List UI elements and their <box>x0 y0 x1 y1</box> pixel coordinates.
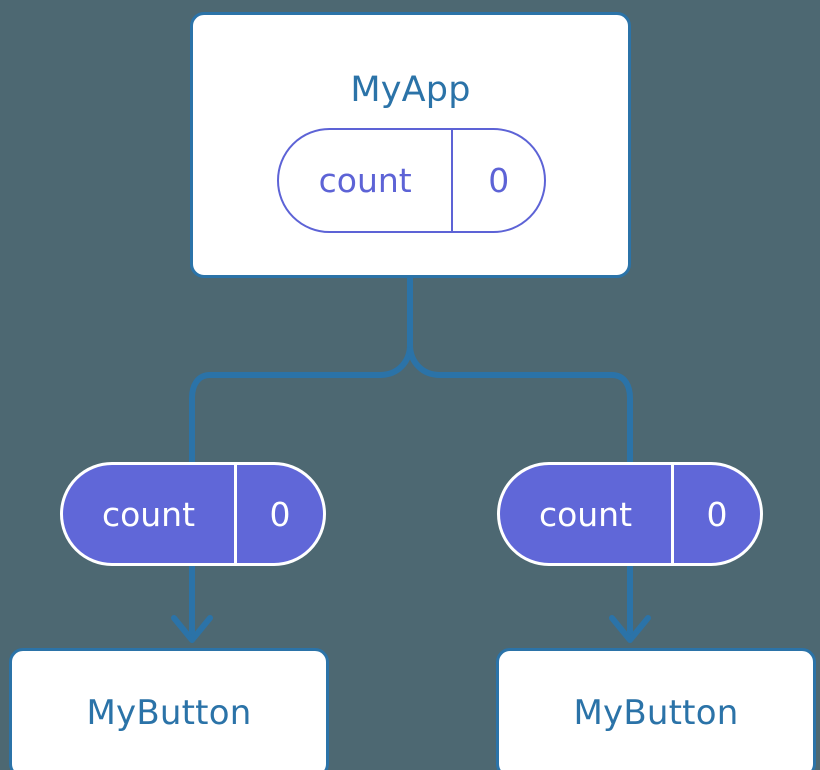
state-pill-value: 0 <box>451 130 544 231</box>
state-pill-key: count <box>318 161 412 200</box>
props-pill-value: 0 <box>671 465 760 563</box>
component-title-mybutton: MyButton <box>86 693 252 733</box>
arrowhead-right-icon <box>609 615 651 643</box>
component-title-myapp: MyApp <box>350 70 471 110</box>
props-pill-key: count <box>101 494 196 534</box>
props-pill-right-count[interactable]: count 0 <box>497 462 763 566</box>
component-card-mybutton-left[interactable]: MyButton <box>9 648 329 770</box>
props-pill-value: 0 <box>234 465 323 563</box>
arrowhead-left-icon <box>171 615 213 643</box>
props-pill-left-count[interactable]: count 0 <box>60 462 326 566</box>
connector-branch-right <box>407 346 633 462</box>
component-card-mybutton-right[interactable]: MyButton <box>496 648 816 770</box>
state-pill-myapp-count[interactable]: count 0 <box>277 128 546 233</box>
component-title-mybutton: MyButton <box>573 693 739 733</box>
props-pill-key: count <box>538 494 633 534</box>
connector-branch-left <box>189 346 413 462</box>
